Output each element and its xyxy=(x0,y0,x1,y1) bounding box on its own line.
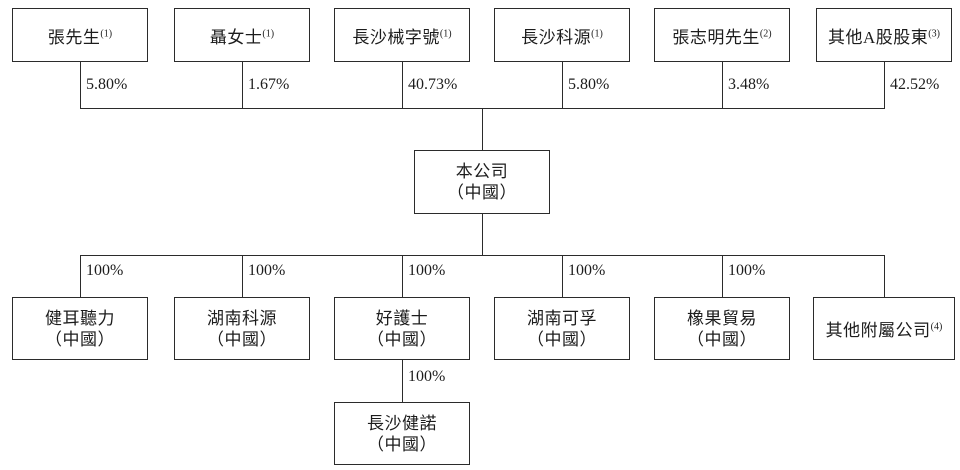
connector-line xyxy=(884,62,885,108)
subsidiary-box-3: 好護士 （中國） xyxy=(334,297,470,360)
shareholding-percentage: 40.73% xyxy=(408,76,458,93)
subsidiary-country: （中國） xyxy=(687,329,757,349)
subsidiary-box-2: 湖南科源 （中國） xyxy=(174,297,310,360)
subsidiary-country: （中國） xyxy=(367,434,437,454)
connector-line xyxy=(722,62,723,108)
footnote-marker: (3) xyxy=(928,27,940,39)
shareholder-box-1: 張先生(1) xyxy=(12,8,148,62)
second-level-subsidiary-box: 長沙健諾 （中國） xyxy=(334,402,470,465)
ownership-percentage: 100% xyxy=(86,262,124,279)
subsidiary-country: （中國） xyxy=(527,329,597,349)
shareholder-name: 聶女士 xyxy=(209,27,263,47)
footnote-marker: (2) xyxy=(759,27,772,39)
subsidiary-name: 橡果貿易 xyxy=(687,308,757,328)
subsidiary-name: 好護士 xyxy=(375,308,429,328)
shareholding-percentage: 1.67% xyxy=(248,76,290,93)
footnote-marker: (1) xyxy=(100,27,113,39)
shareholder-name: 其他A股股東 xyxy=(828,27,929,47)
ownership-percentage: 100% xyxy=(568,262,606,279)
company-country: （中國） xyxy=(447,183,517,202)
connector-line xyxy=(80,255,81,297)
subsidiary-box-6: 其他附屬公司(4) xyxy=(813,297,955,360)
connector-line xyxy=(80,255,885,256)
subsidiary-name: 湖南可孚 xyxy=(527,308,597,328)
footnote-marker: (1) xyxy=(439,27,452,39)
footnote-marker: (4) xyxy=(930,321,943,333)
connector-line xyxy=(242,255,243,297)
company-name: 本公司 xyxy=(455,162,509,181)
connector-line xyxy=(80,62,81,108)
subsidiary-box-4: 湖南可孚 （中國） xyxy=(494,297,630,360)
connector-line xyxy=(482,214,483,255)
connector-line xyxy=(402,360,403,402)
ownership-percentage: 100% xyxy=(728,262,766,279)
ownership-percentage: 100% xyxy=(408,262,446,279)
footnote-marker: (1) xyxy=(262,27,275,39)
subsidiary-country: （中國） xyxy=(367,329,437,349)
shareholder-name: 張志明先生 xyxy=(672,27,760,47)
shareholding-percentage: 5.80% xyxy=(568,76,610,93)
ownership-percentage: 100% xyxy=(408,368,446,385)
subsidiary-name: 健耳聽力 xyxy=(45,308,115,328)
subsidiary-box-5: 橡果貿易 （中國） xyxy=(654,297,790,360)
shareholder-name: 長沙科源 xyxy=(521,27,592,47)
connector-line xyxy=(402,255,403,297)
shareholder-name: 長沙械字號 xyxy=(352,27,440,47)
shareholder-box-3: 長沙械字號(1) xyxy=(334,8,470,62)
subsidiary-name: 其他附屬公司 xyxy=(825,321,931,340)
footnote-marker: (1) xyxy=(591,27,603,39)
company-box: 本公司 （中國） xyxy=(414,150,550,214)
connector-line xyxy=(562,62,563,108)
shareholding-percentage: 3.48% xyxy=(728,76,770,93)
ownership-percentage: 100% xyxy=(248,262,286,279)
connector-line xyxy=(402,62,403,108)
subsidiary-box-1: 健耳聽力 （中國） xyxy=(12,297,148,360)
shareholder-name: 張先生 xyxy=(47,27,101,47)
shareholder-box-2: 聶女士(1) xyxy=(174,8,310,62)
shareholder-box-5: 張志明先生(2) xyxy=(654,8,790,62)
connector-line xyxy=(884,255,885,297)
shareholder-box-6: 其他A股股東(3) xyxy=(816,8,952,62)
shareholder-box-4: 長沙科源(1) xyxy=(494,8,630,62)
subsidiary-name: 長沙健諾 xyxy=(367,413,437,433)
shareholding-percentage: 42.52% xyxy=(890,76,940,93)
connector-line xyxy=(562,255,563,297)
shareholding-percentage: 5.80% xyxy=(86,76,128,93)
connector-line xyxy=(482,108,483,150)
connector-line xyxy=(242,62,243,108)
subsidiary-name: 湖南科源 xyxy=(207,308,277,328)
subsidiary-country: （中國） xyxy=(207,329,277,349)
subsidiary-country: （中國） xyxy=(45,329,115,349)
connector-line xyxy=(722,255,723,297)
